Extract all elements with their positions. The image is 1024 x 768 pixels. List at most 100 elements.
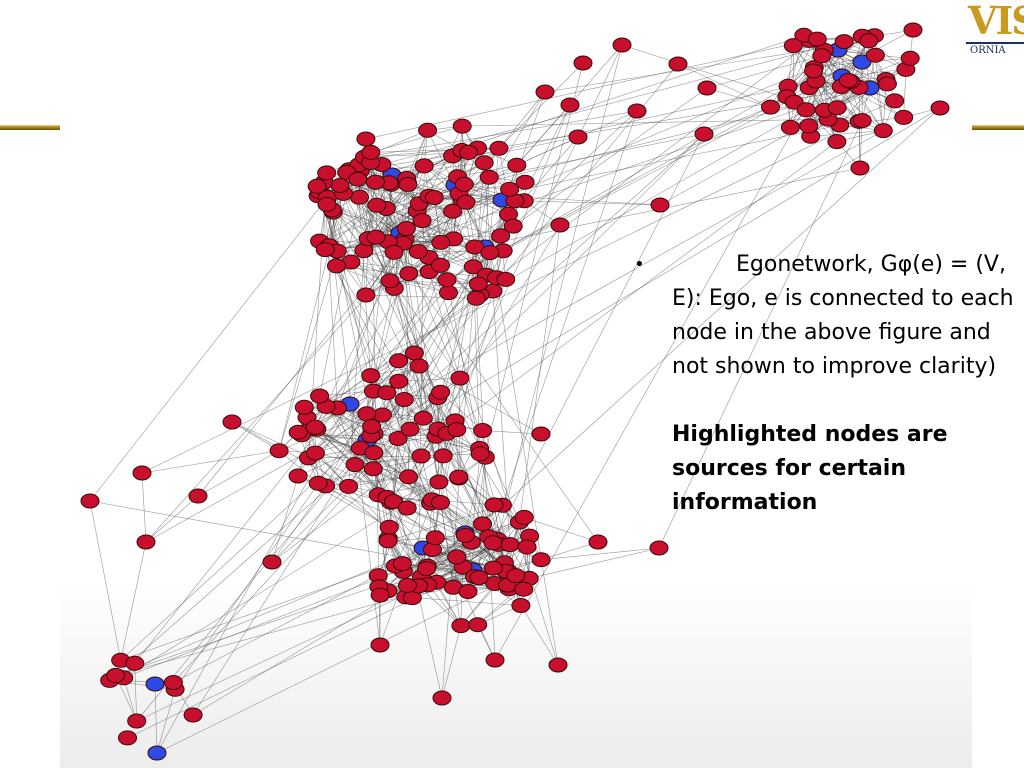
graph-edge	[418, 585, 462, 626]
graph-edge	[386, 147, 478, 209]
graph-node	[780, 119, 800, 135]
graph-edge	[520, 605, 559, 666]
graph-edge	[541, 547, 660, 560]
graph-node	[413, 410, 433, 426]
graph-node	[361, 144, 381, 160]
graph-edge	[336, 265, 530, 579]
graph-node	[496, 271, 516, 287]
graph-node	[799, 118, 819, 134]
graph-node	[384, 244, 404, 260]
graph-node	[474, 155, 494, 171]
graph-node	[305, 419, 325, 435]
graph-node	[431, 495, 450, 510]
graph-node	[548, 657, 568, 673]
graph-node	[136, 534, 156, 550]
highlighted-node	[852, 54, 872, 70]
graph-edge	[360, 447, 483, 525]
graph-edge	[387, 505, 503, 542]
graph-node	[356, 131, 376, 147]
graph-node	[380, 273, 400, 289]
graph-node	[852, 113, 872, 129]
graph-node	[431, 257, 450, 273]
graph-edge	[278, 250, 338, 451]
graph-node	[269, 443, 289, 459]
graph-edge	[123, 481, 440, 679]
graph-node	[466, 290, 486, 306]
graph-node	[377, 385, 397, 401]
graph-node	[455, 527, 475, 543]
bullet-text: • Egonetwork, Gφ(e) = (V, E): Ego, e is …	[634, 248, 1018, 520]
bullet-marker: •	[634, 254, 645, 275]
graph-node	[531, 552, 551, 568]
graph-edge	[810, 130, 884, 137]
graph-edge	[544, 40, 869, 93]
graph-node	[827, 100, 847, 116]
graph-node	[459, 144, 479, 160]
graph-edge	[375, 165, 425, 238]
graph-node	[783, 38, 803, 54]
graph-node	[439, 285, 458, 301]
graph-node	[873, 123, 893, 139]
graph-node	[127, 713, 147, 729]
graph-edge	[120, 541, 147, 661]
graph-edge	[458, 193, 661, 206]
graph-node	[627, 103, 647, 119]
graph-node	[761, 99, 780, 115]
graph-node	[294, 399, 314, 415]
graph-edge	[524, 200, 661, 206]
graph-edge	[394, 242, 442, 289]
graph-node	[118, 730, 137, 746]
graph-edge	[156, 689, 176, 754]
graph-edge	[141, 120, 863, 474]
graph-node	[483, 535, 503, 551]
graph-edge	[315, 452, 428, 567]
graph-node	[491, 228, 511, 244]
graph-node	[389, 353, 409, 369]
graph-node	[507, 157, 527, 173]
graph-node	[398, 176, 418, 192]
graph-node	[424, 190, 444, 205]
graph-edge	[440, 391, 483, 431]
graph-node	[378, 533, 398, 549]
graph-node	[859, 33, 879, 49]
graph-nodes	[80, 22, 950, 761]
graph-edge	[482, 430, 542, 435]
graph-edge	[903, 69, 907, 118]
graph-node	[649, 540, 669, 556]
graph-node	[479, 169, 499, 185]
graph-node	[392, 556, 412, 572]
graph-node	[366, 229, 386, 245]
graph-edge	[418, 165, 425, 586]
graph-node	[307, 178, 327, 194]
graph-edge	[435, 246, 476, 437]
graph-node	[500, 537, 520, 553]
graph-node	[379, 519, 399, 535]
graph-edge	[477, 588, 524, 625]
graph-edge	[489, 133, 705, 178]
graph-node	[480, 245, 500, 261]
graph-node	[804, 63, 824, 79]
highlight-note: Highlighted nodes are sources for certai…	[672, 422, 948, 515]
graph-edge	[364, 110, 638, 158]
graph-node	[425, 530, 445, 546]
graph-edge	[483, 162, 511, 545]
graph-edge	[145, 193, 460, 543]
graph-edge	[417, 120, 863, 212]
graph-node	[834, 34, 854, 50]
graph-node	[350, 189, 369, 205]
graph-node	[560, 97, 580, 113]
graph-edge	[386, 162, 485, 209]
graph-node	[451, 618, 471, 634]
graph-edge	[145, 130, 884, 543]
graph-edge	[141, 450, 280, 474]
graph-edge	[173, 565, 396, 683]
graph-node	[363, 461, 383, 477]
graph-node	[473, 423, 493, 438]
graph-node	[394, 392, 414, 407]
graph-edge	[706, 55, 822, 89]
graph-node	[877, 76, 897, 92]
graph-node	[431, 384, 451, 400]
graph-edge	[366, 200, 516, 441]
graph-node	[431, 234, 451, 250]
